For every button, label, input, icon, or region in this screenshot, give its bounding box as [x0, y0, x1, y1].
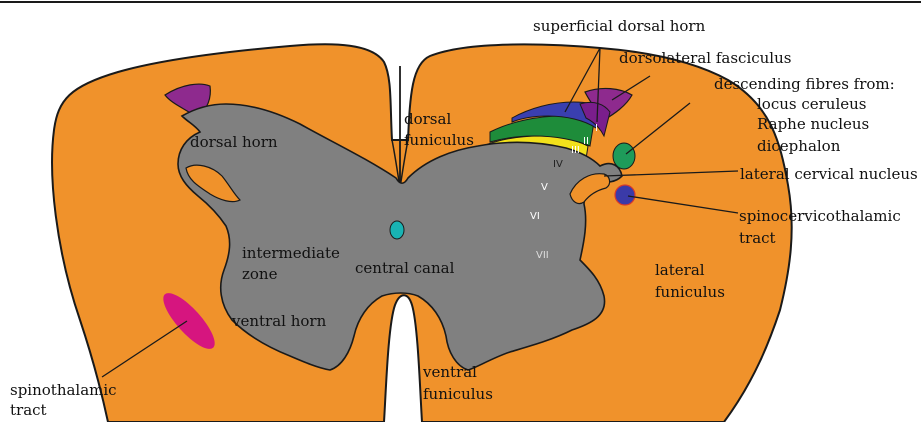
spinocervicothalamic-label-1: spinocervicothalamic — [739, 207, 901, 225]
dorsal-funiculus-label-2: funiculus — [404, 131, 474, 149]
lamina-V-label: V — [541, 182, 548, 193]
lateral-funiculus-label-1: lateral — [655, 261, 705, 279]
intermediate-zone-label-1: intermediate — [242, 244, 340, 262]
dorsal-funiculus-label-1: dorsal — [404, 110, 451, 128]
spinothalamic-label-1: spinothalamic — [10, 381, 117, 399]
descending-fibres-label-1: descending fibres from: — [714, 75, 895, 93]
descending-fibres-label-4: dicephalon — [757, 137, 841, 155]
lateral-cervical-nucleus-label: lateral cervical nucleus — [740, 165, 918, 183]
spinocervicothalamic-tract-region — [615, 185, 635, 205]
lamina-IV-label: IV — [553, 159, 563, 170]
descending-fibres-label-3: Raphe nucleus — [757, 115, 869, 133]
dorsolateral-fasciculus-label: dorsolateral fasciculus — [619, 49, 791, 67]
lamina-VII-label: VII — [536, 250, 549, 261]
lateral-funiculus-label-2: funiculus — [655, 283, 725, 301]
dorsal-horn-label: dorsal horn — [190, 133, 278, 151]
spinocervicothalamic-label-2: tract — [739, 229, 776, 247]
ventral-funiculus-label-1: ventral — [422, 363, 477, 381]
lamina-I-label: I — [595, 123, 598, 134]
central-canal — [390, 221, 404, 239]
descending-fibres-region — [613, 143, 635, 169]
ventral-horn-label: ventral horn — [231, 312, 327, 330]
superficial-dorsal-horn-label: superficial dorsal horn — [533, 17, 706, 35]
intermediate-zone-label-2: zone — [242, 265, 278, 283]
descending-fibres-label-2: locus ceruleus — [757, 95, 867, 113]
spinothalamic-label-2: tract — [10, 401, 47, 419]
lamina-III-label: III — [571, 145, 580, 156]
central-canal-label: central canal — [355, 259, 455, 277]
lamina-VI-label: VI — [530, 211, 540, 222]
lamina-II-label: II — [583, 136, 589, 147]
ventral-funiculus-label-2: funiculus — [423, 385, 493, 403]
